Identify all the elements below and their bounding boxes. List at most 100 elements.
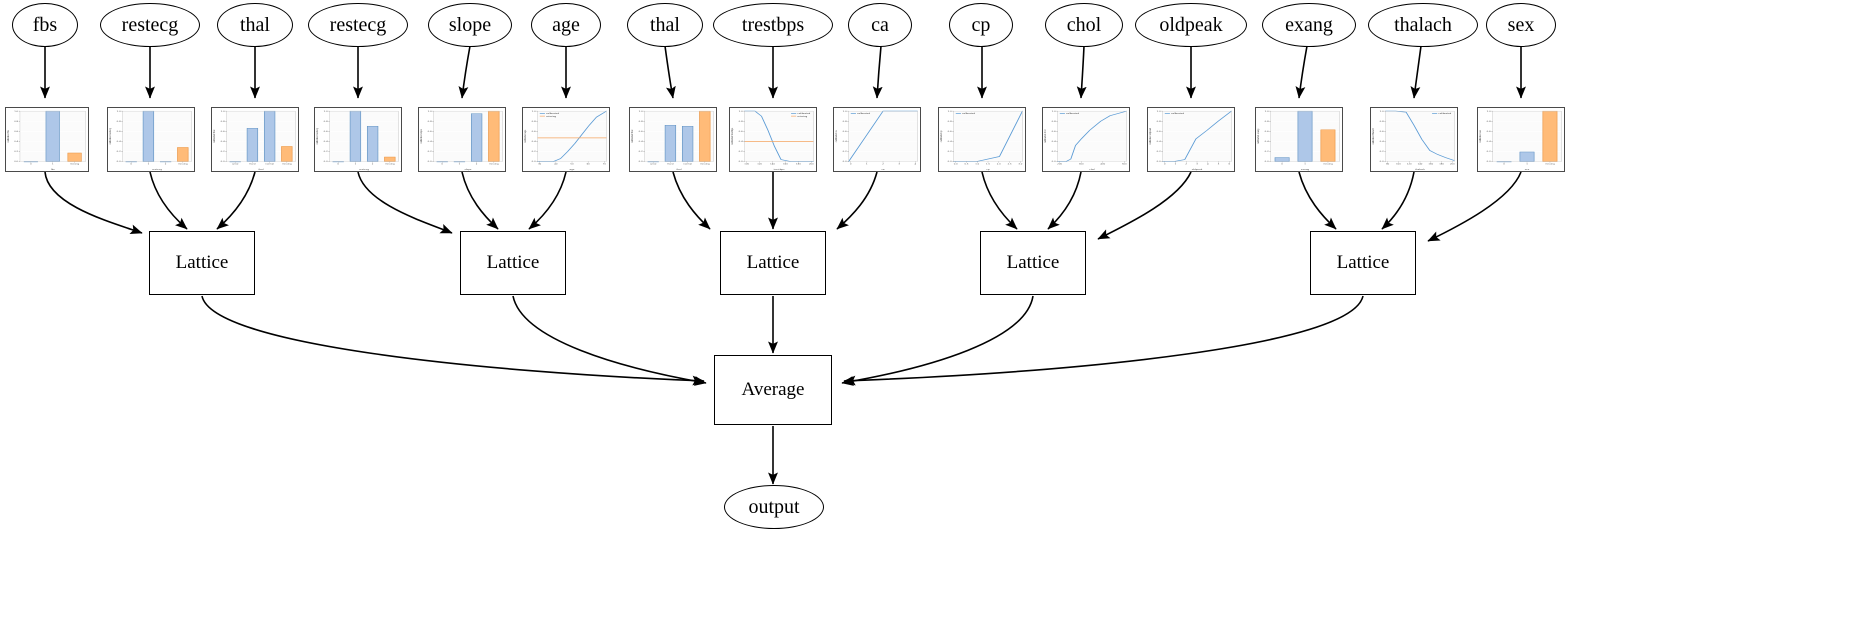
svg-text:calibrated: calibrated	[797, 112, 811, 115]
svg-text:calibrated: calibrated	[1066, 112, 1080, 115]
input-node-chol[interactable]: chol	[1045, 3, 1123, 47]
svg-text:normal: normal	[683, 163, 692, 166]
input-node-trestbps[interactable]: trestbps	[713, 3, 833, 47]
svg-text:160: 160	[783, 163, 788, 166]
svg-text:calibrated restecg: calibrated restecg	[316, 128, 319, 145]
svg-text:areal: areal	[232, 163, 239, 166]
input-node-label: exang	[1285, 14, 1333, 36]
input-node-sex[interactable]: sex	[1486, 3, 1556, 47]
svg-text:slope: slope	[464, 169, 472, 171]
svg-text:0.4: 0.4	[1265, 140, 1270, 143]
svg-text:0.8: 0.8	[532, 120, 537, 123]
svg-text:1.0: 1.0	[975, 163, 980, 166]
lattice-node-3[interactable]: Lattice	[980, 231, 1086, 295]
svg-text:0.6: 0.6	[948, 130, 953, 133]
svg-text:0.8: 0.8	[117, 120, 122, 123]
svg-text:0.0: 0.0	[739, 161, 744, 164]
input-node-fbs[interactable]: fbs	[12, 3, 78, 47]
svg-text:1: 1	[148, 163, 150, 166]
svg-text:1.0: 1.0	[324, 110, 329, 113]
svg-text:calibrated restecg: calibrated restecg	[109, 128, 112, 145]
input-node-label: sex	[1507, 14, 1535, 36]
svg-text:0.4: 0.4	[532, 140, 537, 143]
svg-text:calibrated: calibrated	[1171, 112, 1185, 115]
input-node-cp[interactable]: cp	[949, 3, 1013, 47]
lattice-node-2[interactable]: Lattice	[720, 231, 826, 295]
svg-text:missing: missing	[489, 163, 499, 166]
svg-text:0.2: 0.2	[1157, 150, 1162, 153]
svg-text:0.4: 0.4	[948, 140, 953, 143]
input-node-oldpeak[interactable]: oldpeak	[1135, 3, 1247, 47]
svg-text:0.2: 0.2	[739, 150, 744, 153]
svg-text:0.2: 0.2	[1487, 150, 1492, 153]
svg-text:0.8: 0.8	[948, 120, 953, 123]
input-node-age[interactable]: age	[531, 3, 601, 47]
svg-text:0.5: 0.5	[964, 163, 969, 166]
svg-text:0.0: 0.0	[221, 161, 226, 164]
svg-text:fixed: fixed	[667, 163, 674, 166]
svg-text:2: 2	[1185, 163, 1187, 166]
input-node-restecg-1[interactable]: restecg	[100, 3, 200, 47]
svg-text:0.4: 0.4	[1157, 140, 1162, 143]
lattice-node-0[interactable]: Lattice	[149, 231, 255, 295]
svg-text:1.0: 1.0	[14, 110, 19, 113]
svg-text:4: 4	[915, 163, 917, 166]
svg-text:cp: cp	[986, 169, 990, 171]
svg-text:0.0: 0.0	[1157, 161, 1162, 164]
svg-text:0.0: 0.0	[117, 161, 122, 164]
svg-text:calibrated: calibrated	[857, 112, 871, 115]
svg-text:calibrated age: calibrated age	[524, 129, 527, 143]
lattice-node-label: Lattice	[1336, 252, 1390, 273]
input-node-thal-1[interactable]: thal	[217, 3, 293, 47]
input-node-exang[interactable]: exang	[1262, 3, 1356, 47]
svg-text:0.2: 0.2	[843, 150, 848, 153]
input-node-restecg-2[interactable]: restecg	[308, 3, 408, 47]
svg-text:120: 120	[1407, 163, 1412, 166]
svg-text:missing: missing	[700, 163, 710, 166]
lattice-node-label: Lattice	[1006, 252, 1060, 273]
svg-text:0.6: 0.6	[324, 130, 329, 133]
svg-text:0.0: 0.0	[532, 161, 537, 164]
svg-text:0.0: 0.0	[1052, 161, 1057, 164]
average-node[interactable]: Average	[714, 355, 832, 425]
output-node[interactable]: output	[724, 485, 824, 529]
input-node-ca[interactable]: ca	[848, 3, 912, 47]
svg-text:0.6: 0.6	[1265, 130, 1270, 133]
svg-text:0.8: 0.8	[428, 120, 433, 123]
svg-text:0.2: 0.2	[324, 150, 329, 153]
lattice-node-1[interactable]: Lattice	[460, 231, 566, 295]
svg-text:1.0: 1.0	[532, 110, 537, 113]
input-node-thal-2[interactable]: thal	[627, 3, 703, 47]
svg-text:0.2: 0.2	[1052, 150, 1057, 153]
svg-text:0.8: 0.8	[639, 120, 644, 123]
svg-text:0.6: 0.6	[639, 130, 644, 133]
svg-text:0.8: 0.8	[739, 120, 744, 123]
svg-text:70: 70	[603, 163, 607, 166]
input-node-slope[interactable]: slope	[428, 3, 512, 47]
output-node-label: output	[748, 496, 800, 518]
lattice-node-4[interactable]: Lattice	[1310, 231, 1416, 295]
svg-text:0.0: 0.0	[428, 161, 433, 164]
svg-text:100: 100	[744, 163, 749, 166]
input-node-thalach[interactable]: thalach	[1368, 3, 1478, 47]
